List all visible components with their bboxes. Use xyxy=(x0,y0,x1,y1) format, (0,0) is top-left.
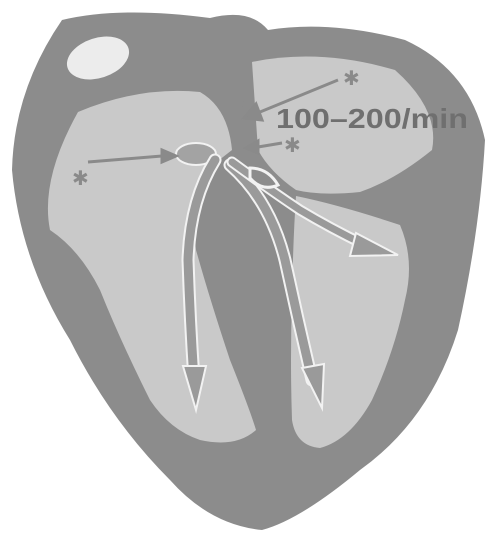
asterisk-icon: ✱ xyxy=(284,133,301,157)
asterisk-icon: ✱ xyxy=(343,66,360,90)
rate-label: 100–200/min xyxy=(276,103,468,134)
asterisk-icon: ✱ xyxy=(72,166,89,190)
